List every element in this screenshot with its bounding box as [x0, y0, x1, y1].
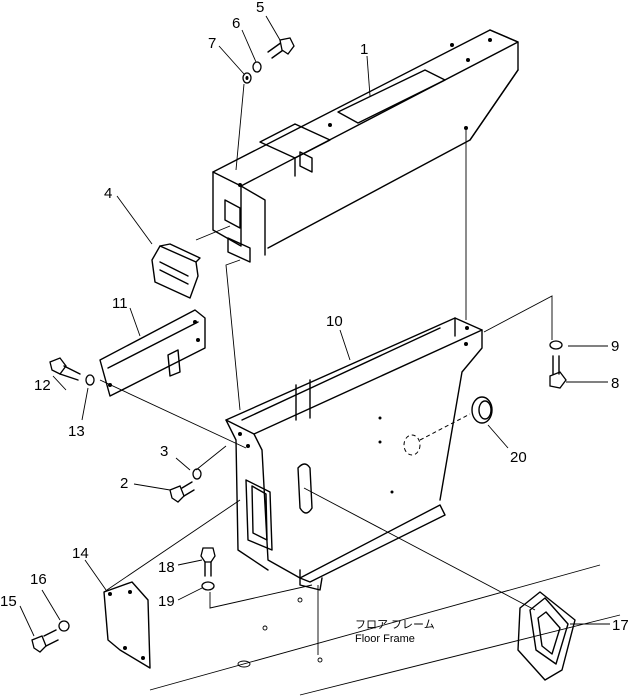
callout-5: 5 [256, 0, 264, 16]
bolt-part-12 [49, 357, 81, 381]
floor-frame-label-jp: フロア フレーム [355, 618, 435, 631]
callout-20: 20 [510, 449, 527, 466]
grommet-part-20 [471, 396, 493, 424]
washer-part-16 [58, 620, 70, 632]
callout-15: 15 [0, 593, 17, 610]
callout-4: 4 [104, 185, 112, 202]
bolt-part-2 [169, 481, 195, 503]
bolt-part-5 [267, 37, 295, 59]
callout-16: 16 [30, 571, 47, 588]
assembly-lines [99, 83, 553, 655]
cover-plate-part-14 [103, 581, 151, 669]
bolt-part-18 [200, 547, 216, 577]
washer-part-9 [549, 340, 563, 350]
callout-leaders [19, 15, 610, 637]
callout-17: 17 [612, 617, 629, 634]
floor-frame-label-en: Floor Frame [355, 633, 415, 645]
callout-6: 6 [232, 15, 240, 32]
callout-3: 3 [160, 443, 168, 460]
callout-10: 10 [326, 313, 343, 330]
bolt-part-15 [31, 629, 59, 653]
callout-numbers: 1 2 3 4 5 6 7 8 9 10 11 12 13 14 15 16 1… [0, 0, 629, 634]
washer-part-3 [192, 468, 202, 480]
upper-housing-part-1 [212, 29, 519, 263]
washer-part-7 [242, 72, 252, 84]
washer-part-19 [201, 581, 215, 591]
callout-18: 18 [158, 559, 175, 576]
washer-part-13 [85, 374, 95, 386]
callout-11: 11 [112, 295, 128, 312]
callout-8: 8 [611, 375, 619, 392]
callout-12: 12 [34, 377, 51, 394]
rubber-pad-part-17 [517, 591, 576, 681]
washer-part-6 [252, 61, 262, 73]
callout-1: 1 [360, 41, 368, 58]
callout-14: 14 [72, 545, 89, 562]
bolt-part-8 [549, 355, 567, 389]
lower-housing-part-10 [225, 317, 483, 591]
cap-part-4 [151, 243, 201, 299]
plate-part-11 [99, 309, 206, 397]
callout-9: 9 [611, 338, 619, 355]
callout-7: 7 [208, 35, 216, 52]
callout-2: 2 [120, 475, 128, 492]
callout-13: 13 [68, 423, 85, 440]
callout-19: 19 [158, 593, 175, 610]
